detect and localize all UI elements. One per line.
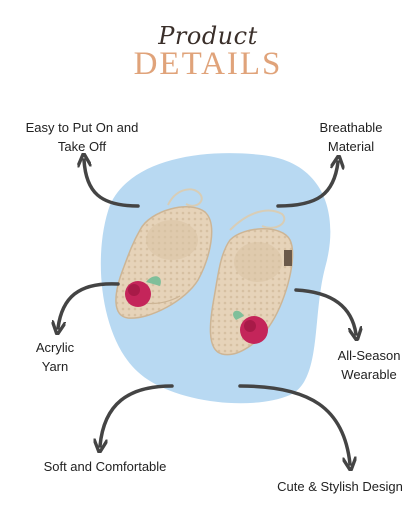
feature-acrylic-yarn: Acrylic Yarn — [18, 338, 92, 376]
feature-breathable-line1: Breathable — [319, 120, 383, 135]
arrow-allseason — [294, 288, 356, 334]
brand-tag — [284, 250, 292, 266]
arrow-easy — [84, 160, 140, 208]
bootie-right — [209, 228, 294, 356]
lace-left — [167, 188, 203, 207]
feature-easy-line2: Take Off — [57, 139, 107, 154]
feature-breathable-material: Breathable Material — [292, 118, 410, 156]
feature-cute-text: Cute & Stylish Design — [277, 479, 403, 494]
leaf-left — [146, 276, 161, 286]
feature-acrylic-line2: Yarn — [41, 359, 69, 374]
feature-easy-line1: Easy to Put On and — [25, 120, 139, 135]
feature-easy-to-put-on: Easy to Put On and Take Off — [10, 118, 154, 156]
feature-allseason-line1: All-Season — [337, 348, 401, 363]
leaf-right — [233, 310, 244, 320]
arrow-acrylic — [58, 282, 120, 328]
feature-cute-and-stylish: Cute & Stylish Design — [266, 477, 414, 496]
feature-soft-text: Soft and Comfortable — [43, 459, 167, 474]
feature-acrylic-line1: Acrylic — [35, 340, 75, 355]
feature-soft-and-comfortable: Soft and Comfortable — [20, 457, 190, 476]
page-title: DETAILS — [133, 46, 283, 82]
title-script-word: Product — [158, 22, 258, 50]
lace-right — [229, 209, 286, 231]
arrow-soft — [100, 384, 174, 446]
feature-allseason-line2: Wearable — [341, 367, 397, 382]
arrow-breathable — [276, 162, 338, 208]
arrow-cute — [238, 384, 350, 464]
feature-breathable-line2: Material — [327, 139, 375, 154]
feature-all-season-wearable: All-Season Wearable — [326, 346, 412, 384]
bootie-left — [115, 206, 213, 319]
